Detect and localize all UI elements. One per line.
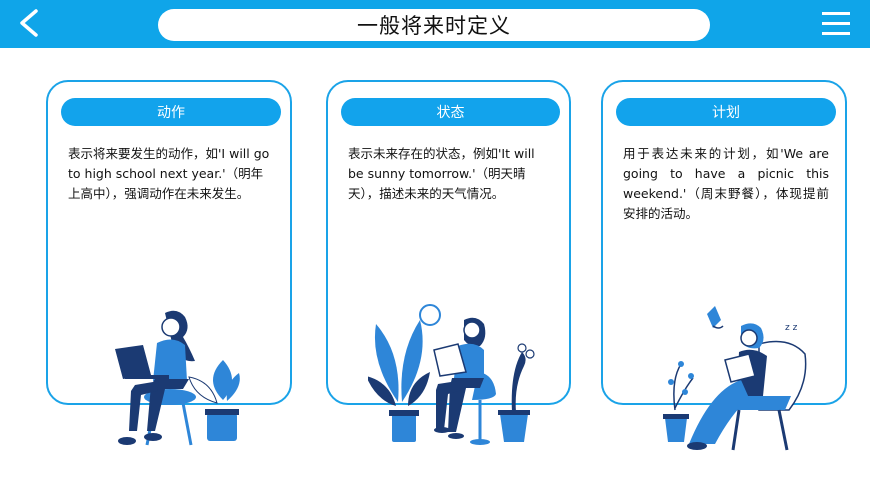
back-button[interactable]	[14, 8, 44, 38]
menu-button[interactable]	[822, 11, 850, 37]
illustration-person-plants	[368, 304, 535, 445]
card-title: 计划	[616, 98, 836, 126]
title-pill: 一般将来时定义	[158, 9, 710, 41]
card-title: 动作	[61, 98, 281, 126]
svg-text:z z: z z	[785, 323, 798, 333]
hamburger-menu-icon	[822, 12, 850, 35]
card-title: 状态	[341, 98, 560, 126]
page-title: 一般将来时定义	[357, 14, 511, 38]
illustration-person-reading: z z	[663, 306, 807, 451]
card-text: 用于表达未来的计划，如'We are going to have a picni…	[623, 146, 829, 221]
chevron-left-icon	[20, 9, 38, 37]
card-text: 表示未来存在的状态，例如'It will be sunny tomorrow.'…	[348, 146, 535, 201]
illustration-person-laptop	[115, 310, 240, 446]
card-plan: 计划 用于表达未来的计划，如'We are going to have a pi…	[601, 80, 847, 405]
card-text: 表示将来要发生的动作，如'I will go to high school ne…	[68, 146, 270, 201]
card-action: 动作 表示将来要发生的动作，如'I will go to high school…	[46, 80, 292, 405]
top-bar: 一般将来时定义	[0, 0, 870, 48]
